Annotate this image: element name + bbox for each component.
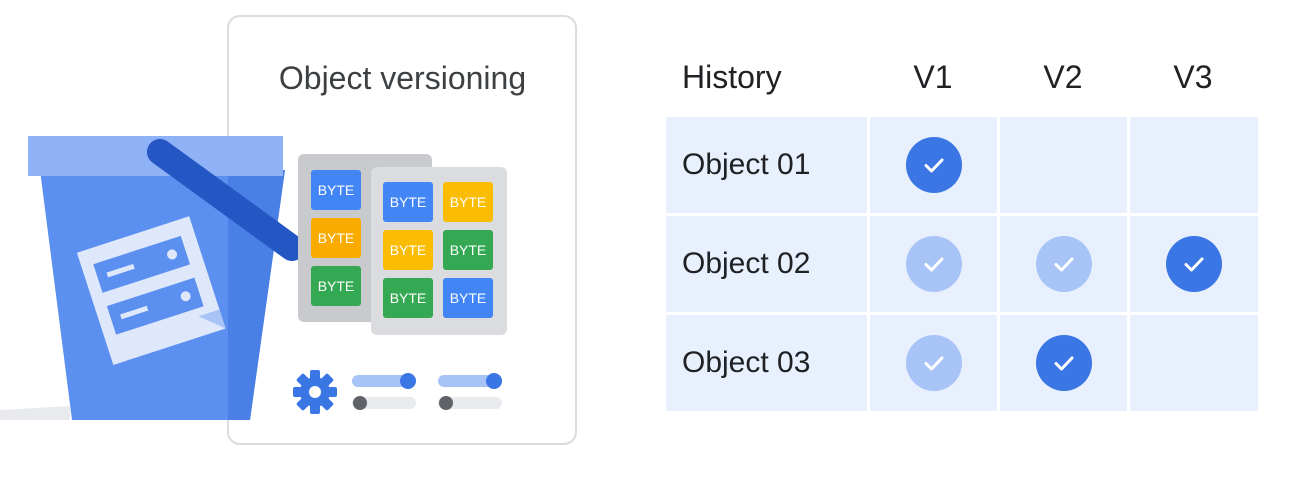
gear-icon: [293, 370, 337, 414]
check-circle-icon: [1166, 236, 1222, 292]
version-cell: [1000, 216, 1127, 312]
check-circle-icon: [1035, 236, 1092, 292]
svg-text:BYTE: BYTE: [450, 242, 487, 258]
version-cell: [1130, 315, 1258, 411]
object-label: Object 03: [666, 315, 867, 411]
byte-tile: BYTE: [383, 182, 433, 222]
byte-tile: BYTE: [383, 278, 433, 318]
byte-tile: BYTE: [311, 170, 361, 210]
svg-text:BYTE: BYTE: [318, 230, 355, 246]
table-row: Object 02: [666, 216, 1258, 312]
version-history-table: History V1 V2 V3 Object 01 Object 02 Obj…: [666, 40, 1258, 411]
version-cell: [870, 117, 997, 213]
svg-text:BYTE: BYTE: [318, 182, 355, 198]
version-cell: [1000, 315, 1127, 411]
bucket-icon: [28, 136, 305, 420]
toggle-icon: [352, 373, 416, 410]
version-cell: [1130, 216, 1258, 312]
check-circle-icon: [905, 137, 962, 193]
table-row: Object 01: [666, 117, 1258, 213]
byte-tile: BYTE: [443, 182, 493, 222]
svg-text:BYTE: BYTE: [450, 290, 487, 306]
version-cell: [870, 216, 997, 312]
table-row: Object 03: [666, 315, 1258, 411]
byte-tile: BYTE: [443, 230, 493, 270]
byte-tile: BYTE: [311, 218, 361, 258]
toggle-icon: [438, 373, 502, 410]
svg-text:BYTE: BYTE: [318, 278, 355, 294]
header-history: History: [682, 58, 782, 95]
version-cell: [1130, 117, 1258, 213]
header-v2: V2: [1043, 58, 1083, 95]
svg-text:BYTE: BYTE: [390, 242, 427, 258]
byte-tile: BYTE: [311, 266, 361, 306]
card-title: Object versioning: [278, 60, 527, 96]
svg-text:BYTE: BYTE: [390, 290, 427, 306]
byte-tile: BYTE: [383, 230, 433, 270]
check-circle-icon: [905, 335, 962, 391]
object-label: Object 02: [666, 216, 867, 312]
byte-tile: BYTE: [443, 278, 493, 318]
table-header: History V1 V2 V3: [666, 40, 1258, 114]
header-v3: V3: [1173, 58, 1213, 95]
version-cell: [1000, 117, 1127, 213]
svg-text:BYTE: BYTE: [450, 194, 487, 210]
check-circle-icon: [905, 236, 962, 292]
bucket-illustration: BYTE BYTE BYTE BYTE BYTE BYTE BYTE BYTE BYTE: [0, 15, 577, 445]
object-label: Object 01: [666, 117, 867, 213]
check-circle-icon: [1035, 335, 1092, 391]
header-v1: V1: [913, 58, 953, 95]
svg-text:BYTE: BYTE: [390, 194, 427, 210]
version-cell: [870, 315, 997, 411]
byte-stack-front: BYTE BYTE BYTE BYTE BYTE BYTE: [371, 167, 507, 335]
